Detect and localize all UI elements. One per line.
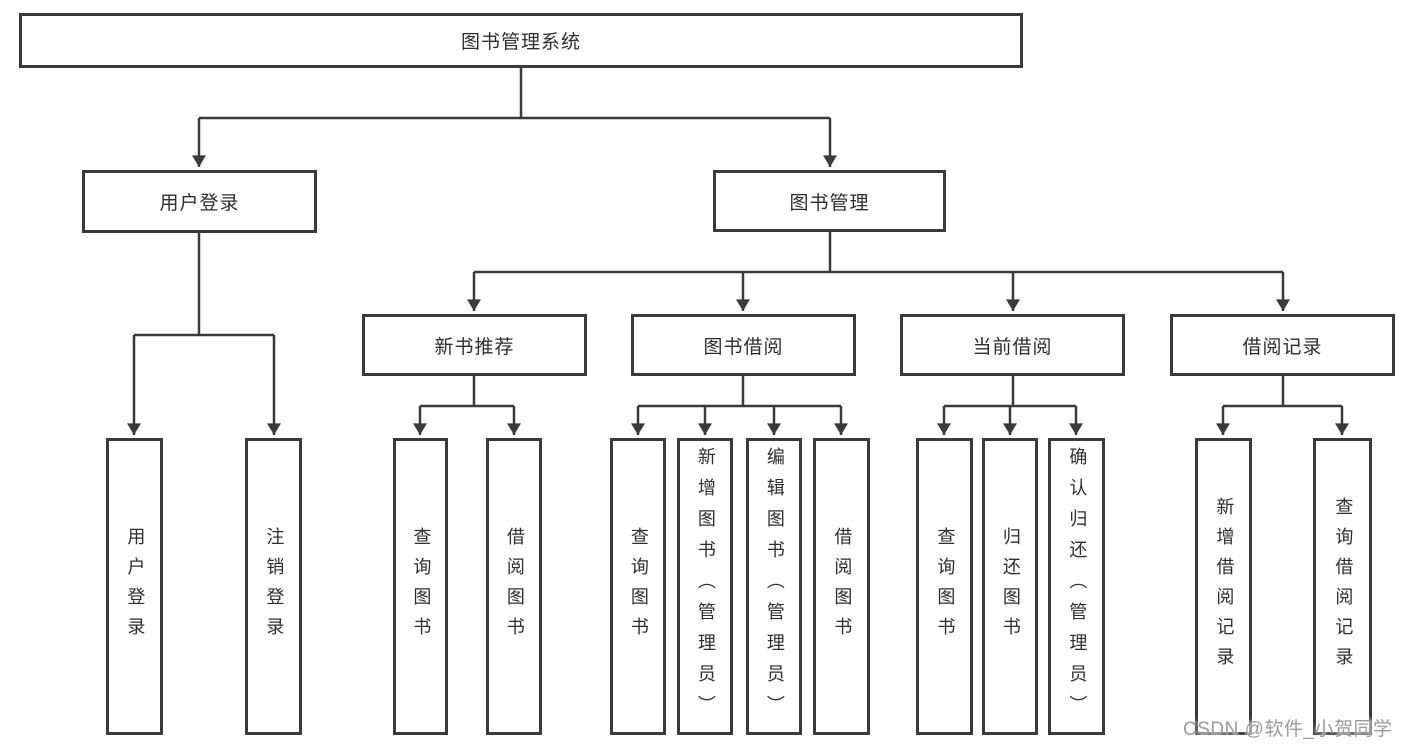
leaf-edit-book-admin: 编辑图书（管理员） xyxy=(746,438,802,735)
leaf-logout-login: 注销登录 xyxy=(245,438,302,735)
leaf-label: 查询借阅记录 xyxy=(1333,496,1354,677)
node-new-book-recommend: 新书推荐 xyxy=(362,314,587,376)
leaf-label: 用户登录 xyxy=(125,526,146,647)
node-user-login: 用户登录 xyxy=(82,170,317,233)
leaf-query-book-a: 查询图书 xyxy=(393,438,448,735)
leaf-user-login: 用户登录 xyxy=(106,438,163,735)
node-book-borrowing: 图书借阅 xyxy=(631,314,856,376)
leaf-label: 借阅图书 xyxy=(504,526,525,647)
leaf-label: 归还图书 xyxy=(1000,526,1021,647)
leaf-label: 新增图书（管理员） xyxy=(695,447,716,726)
leaf-query-book-b: 查询图书 xyxy=(610,438,666,735)
leaf-borrow-book-a: 借阅图书 xyxy=(486,438,542,735)
leaf-add-borrow-record: 新增借阅记录 xyxy=(1195,438,1252,735)
leaf-label: 新增借阅记录 xyxy=(1214,496,1235,677)
node-borrowing-records: 借阅记录 xyxy=(1170,314,1395,376)
node-current-borrowing: 当前借阅 xyxy=(900,314,1125,376)
leaf-label: 查询图书 xyxy=(411,526,432,647)
leaf-query-borrow-record: 查询借阅记录 xyxy=(1313,438,1372,735)
leaf-label: 注销登录 xyxy=(264,526,285,647)
leaf-return-book: 归还图书 xyxy=(982,438,1038,735)
leaf-label: 编辑图书（管理员） xyxy=(764,447,785,726)
leaf-label: 查询图书 xyxy=(935,526,956,647)
leaf-add-book-admin: 新增图书（管理员） xyxy=(677,438,733,735)
node-book-management: 图书管理 xyxy=(713,170,946,232)
leaf-label: 查询图书 xyxy=(628,526,649,647)
leaf-borrow-book-b: 借阅图书 xyxy=(813,438,870,735)
leaf-label: 借阅图书 xyxy=(832,526,853,647)
leaf-query-book-c: 查询图书 xyxy=(916,438,973,735)
leaf-confirm-return-admin: 确认归还（管理员） xyxy=(1048,438,1105,735)
watermark-text: CSDN @软件_小贺同学 xyxy=(1183,719,1393,740)
node-root-system: 图书管理系统 xyxy=(19,13,1023,68)
leaf-label: 确认归还（管理员） xyxy=(1067,447,1088,726)
